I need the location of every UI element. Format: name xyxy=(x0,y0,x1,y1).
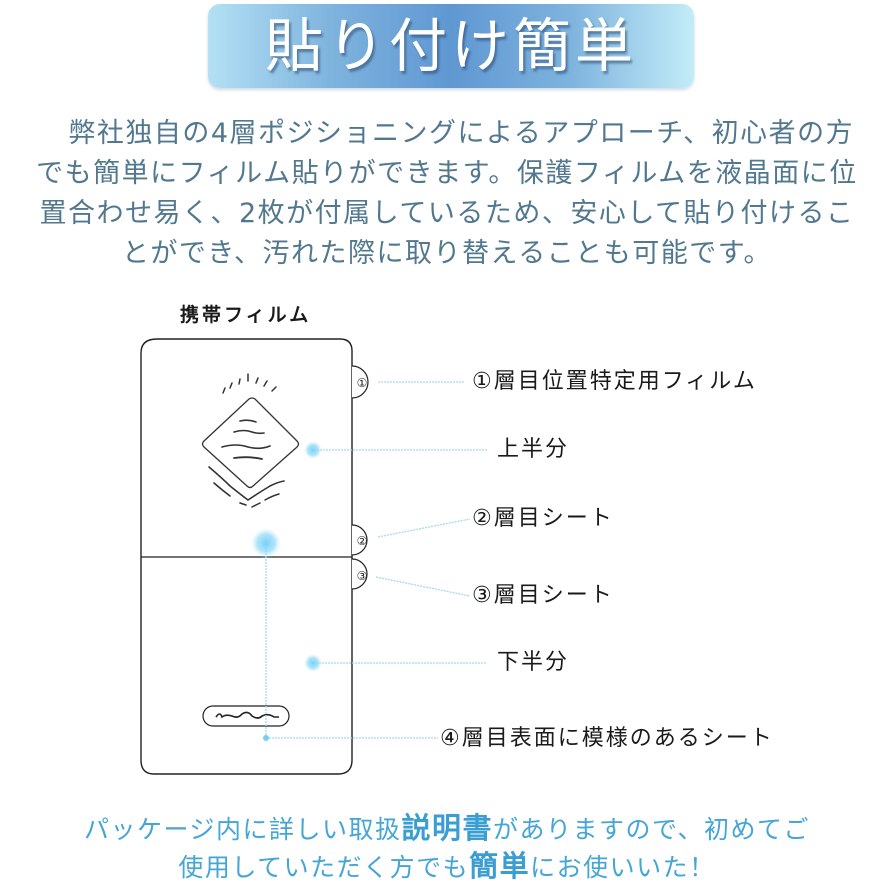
footer-text: パッケージ内に詳しい取扱 xyxy=(83,815,402,844)
intro-paragraph: 弊社独自の4層ポジショニングによるアプローチ、初心者の方 でも簡単にフィルム貼り… xyxy=(0,114,894,274)
intro-line: 弊社独自の4層ポジショニングによるアプローチ、初心者の方 xyxy=(39,118,855,149)
layer2-dot-icon xyxy=(251,528,281,558)
svg-text:①: ① xyxy=(357,376,368,390)
upper-half-dot-icon xyxy=(304,441,322,459)
label-layer3: ③層目シート xyxy=(472,583,614,608)
footer-text: にお使いいた！ xyxy=(530,853,716,882)
tab-1-icon: ① xyxy=(351,365,369,399)
footer-emphasis: 説明書 xyxy=(401,811,493,845)
phone-outline xyxy=(140,338,353,775)
footer-text: 使用していただく方でも xyxy=(178,853,470,882)
tab-3-icon: ③ xyxy=(351,558,368,590)
intro-line: 置合わせ易く、2枚が付属しているため、安心して貼り付けるこ xyxy=(39,198,855,229)
intro-line: でも簡単にフィルム貼りができます。保護フィルムを液晶面に位 xyxy=(36,158,858,189)
intro-line: とができ、汚れた際に取り替えることも可能です。 xyxy=(121,238,773,269)
footer-note: パッケージ内に詳しい取扱説明書がありますので、初めてご 使用していただく方でも簡… xyxy=(0,810,894,886)
diagram-title: 携帯フィルム xyxy=(180,304,312,326)
leader-lines xyxy=(265,381,487,739)
pattern-sheet-icon xyxy=(202,705,290,727)
footer-line-2: 使用していただく方でも簡単にお使いいた！ xyxy=(0,848,894,886)
svg-text:②: ② xyxy=(357,534,368,548)
footer-emphasis: 簡単 xyxy=(469,849,531,883)
label-upper-half: 上半分 xyxy=(497,437,570,462)
label-lower-half: 下半分 xyxy=(497,650,570,675)
title-banner: 貼り付け簡単 xyxy=(208,4,694,88)
tab-2-icon: ② xyxy=(351,524,368,556)
label-layer4: ④層目表面に模様のあるシート xyxy=(440,726,774,751)
footer-line-1: パッケージ内に詳しい取扱説明書がありますので、初めてご xyxy=(0,810,894,848)
svg-text:③: ③ xyxy=(357,569,368,583)
layer4-dot-icon xyxy=(263,735,269,741)
label-layer1: ①層目位置特定用フィルム xyxy=(472,369,757,394)
footer-text: がありますので、初めてご xyxy=(493,815,811,844)
label-layer2: ②層目シート xyxy=(472,506,614,531)
sketch-diamond-icon xyxy=(201,373,300,508)
banner-title: 貼り付け簡単 xyxy=(264,12,637,80)
lower-half-dot-icon xyxy=(304,654,322,672)
